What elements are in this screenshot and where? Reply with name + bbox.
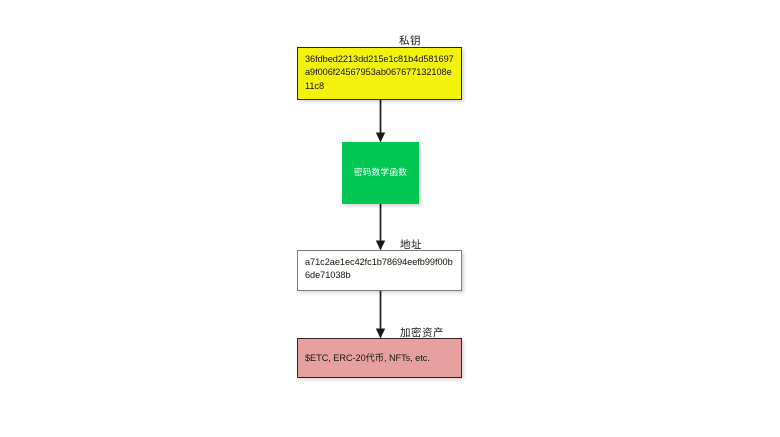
node-private-key: 36fdbed2213dd215e1c81b4d581697a9f006f245… xyxy=(297,47,462,100)
node-address: a71c2ae1ec42fc1b78694eefb99f00b6de71038b xyxy=(297,250,462,291)
node-crypto-assets: $ETC, ERC-20代币, NFTs, etc. xyxy=(297,338,462,378)
edge-crypto-function-to-address xyxy=(375,204,386,251)
node-label-private-key: 私钥 xyxy=(399,35,421,47)
node-label-crypto-assets: 加密资产 xyxy=(400,327,444,339)
node-address-text: a71c2ae1ec42fc1b78694eefb99f00b6de71038b xyxy=(305,257,453,281)
node-crypto-assets-text: $ETC, ERC-20代币, NFTs, etc. xyxy=(305,352,430,363)
edge-address-to-crypto-assets xyxy=(375,291,386,339)
node-crypto-function-text: 密码数学函数 xyxy=(353,167,408,178)
node-private-key-text: 36fdbed2213dd215e1c81b4d581697a9f006f245… xyxy=(305,54,454,91)
node-label-address: 地址 xyxy=(400,239,422,251)
edge-private-key-to-crypto-function xyxy=(375,100,386,143)
node-crypto-function: 密码数学函数 xyxy=(342,142,419,204)
